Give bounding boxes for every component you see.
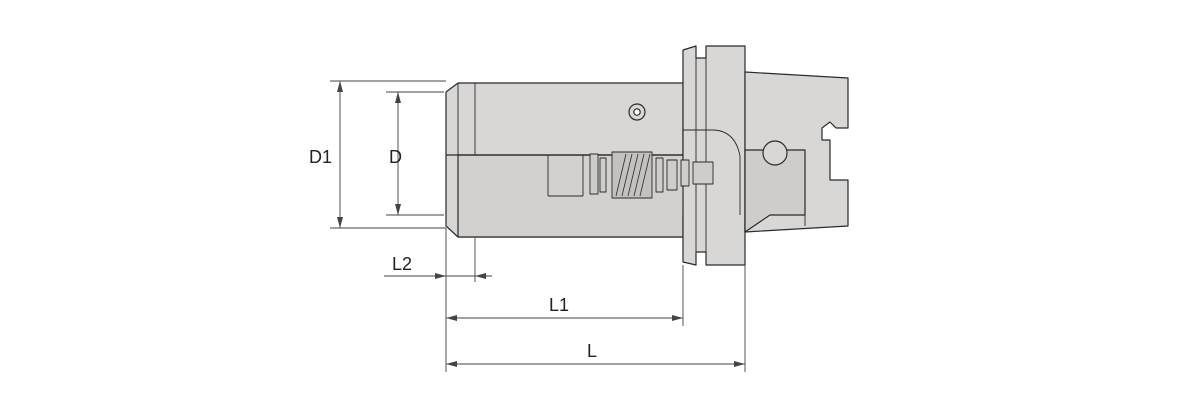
shank-inner-section: [744, 149, 806, 233]
mechanism-ring-2: [599, 157, 607, 193]
mechanism-ring-5: [680, 159, 690, 187]
tool-body: [445, 45, 849, 266]
mechanism-ring-1: [589, 153, 599, 195]
d1-arrow-bottom: [337, 217, 343, 228]
l1-arrow-left: [446, 315, 457, 321]
mechanism-ring-3: [655, 157, 664, 193]
l2-arrow-right: [475, 273, 486, 279]
l-arrow-left: [446, 361, 457, 367]
set-screw-icon: [628, 103, 646, 121]
label-l: L: [587, 341, 597, 361]
flange-inner-curve: [683, 129, 741, 215]
l1-arrow-right: [672, 315, 683, 321]
internal-mechanism: [589, 151, 714, 199]
label-d1: D1: [309, 147, 332, 167]
label-l1: L1: [549, 295, 569, 315]
d1-arrow-top: [337, 81, 343, 92]
thread-block: [611, 151, 653, 199]
thread-hatching: [615, 153, 651, 197]
mechanism-ring-6: [692, 161, 714, 185]
cross-hole-icon: [762, 140, 788, 166]
label-l2: L2: [392, 254, 412, 274]
flange-collar: [682, 45, 746, 266]
l2-arrow-left: [435, 273, 446, 279]
mechanism-ring-4: [666, 159, 678, 191]
label-d: D: [389, 147, 402, 167]
l-arrow-right: [734, 361, 745, 367]
d-arrow-bottom: [395, 204, 401, 215]
dimensions: [330, 80, 746, 372]
d-arrow-top: [395, 92, 401, 103]
